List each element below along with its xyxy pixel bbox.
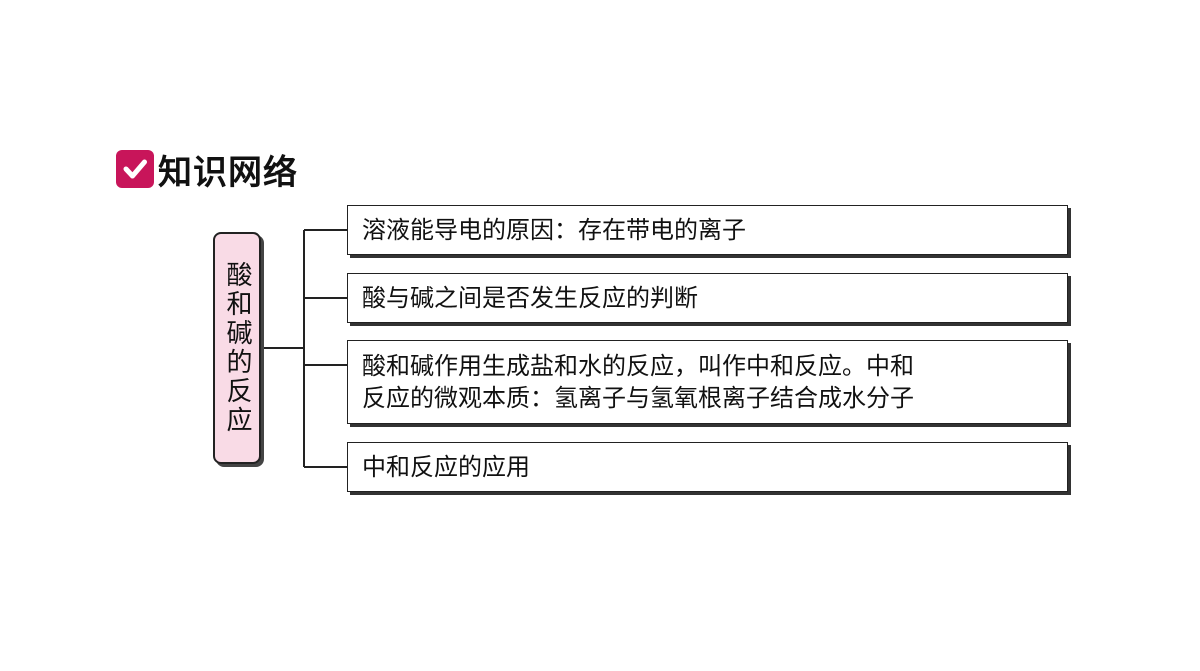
branch-node-2: 酸与碱之间是否发生反应的判断 xyxy=(347,273,1068,323)
branch-text-3: 酸和碱作用生成盐和水的反应，叫作中和反应。中和 反应的微观本质：氢离子与氢氧根离… xyxy=(362,352,914,412)
branch-node-4: 中和反应的应用 xyxy=(347,442,1068,492)
branch-text-2: 酸与碱之间是否发生反应的判断 xyxy=(362,284,698,312)
branch-node-3: 酸和碱作用生成盐和水的反应，叫作中和反应。中和 反应的微观本质：氢离子与氢氧根离… xyxy=(347,340,1068,424)
checkmark-icon xyxy=(116,150,154,188)
section-header: 知识网络 xyxy=(116,146,298,193)
branch-text-1: 溶液能导电的原因：存在带电的离子 xyxy=(362,216,746,244)
root-label: 酸和碱的反应 xyxy=(222,261,252,435)
checkmark-glyph xyxy=(123,159,147,179)
branch-text-4: 中和反应的应用 xyxy=(362,453,530,481)
branch-node-1: 溶液能导电的原因：存在带电的离子 xyxy=(347,205,1068,255)
section-title: 知识网络 xyxy=(158,152,298,193)
root-node: 酸和碱的反应 xyxy=(213,232,261,464)
